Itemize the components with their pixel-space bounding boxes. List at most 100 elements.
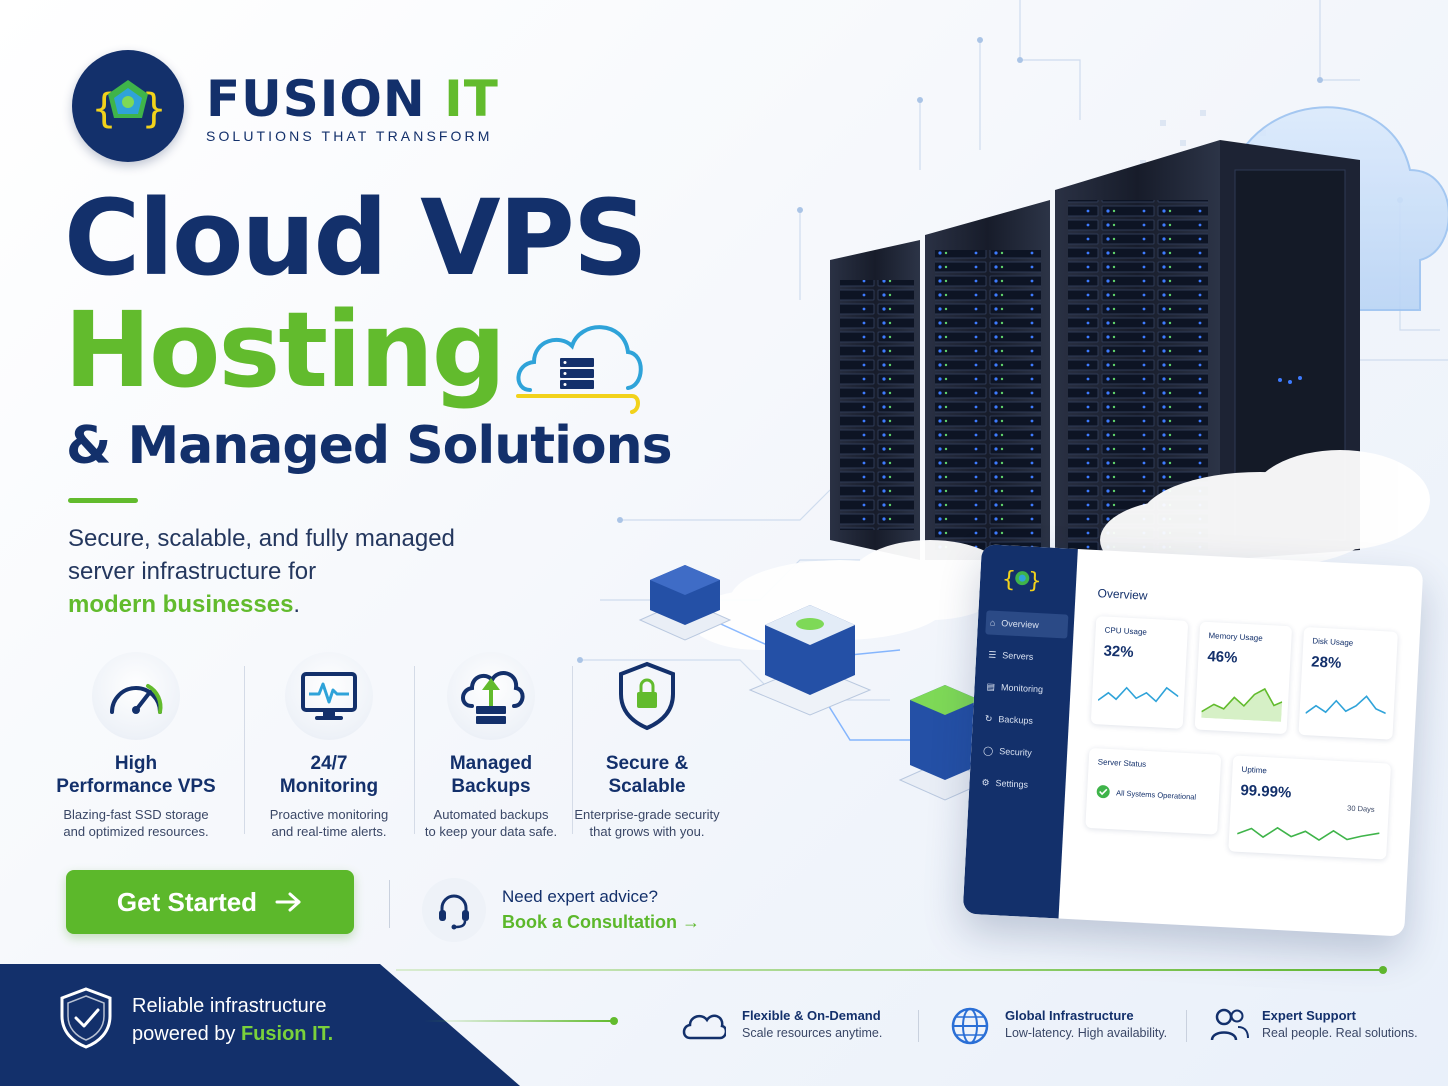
dashboard-nav-settings[interactable]: ⚙Settings [977,770,1060,798]
dashboard-title: Overview [1097,586,1148,603]
decorative-dot [1379,966,1387,974]
feature-description: Automated backups [433,807,549,822]
cta-divider [389,880,390,928]
speedometer-icon [92,652,180,740]
footer-item-description: Real people. Real solutions. [1262,1026,1418,1040]
feature-divider [414,666,415,834]
reliable-infrastructure-text: Reliable infrastructure powered by Fusio… [132,992,392,1048]
feature-description: Blazing-fast SSD storage [63,807,209,822]
dashboard-nav-label: Backups [998,714,1034,726]
cpu-sparkline [1097,686,1179,703]
feature-description: and optimized resources. [63,824,209,839]
book-consultation-label: Book a Consultation [502,912,677,932]
disk-usage-card: Disk Usage 28% [1298,626,1398,740]
headline-line-2: Hosting [64,289,506,411]
bottom-navy-panel [0,964,520,1086]
dashboard-nav-label: Security [998,746,1032,758]
brand-logo[interactable]: { } FUSION IT SOLUTIONS THAT TRANSFORM [72,50,592,162]
decorative-line [424,1020,614,1022]
brand-name: FUSION IT [206,70,499,128]
get-started-button[interactable]: Get Started [66,870,354,934]
cpu-usage-card: CPU Usage 32% [1090,616,1189,729]
brand-name-it: IT [444,70,499,128]
cloud-icon [682,1014,726,1040]
server-status-label: Server Status [1097,757,1147,769]
server-icon: ☰ [987,648,997,660]
backup-icon: ↻ [984,712,993,724]
cloud-server-icon [516,325,643,414]
feature-title: Monitoring [279,776,379,797]
isometric-server-cubes-illustration [638,565,992,801]
dashboard-nav-backups[interactable]: ↻ Backups [980,706,1063,734]
expert-advice-text: Need expert advice? [502,887,658,906]
dashboard-sidebar: { } ⌂Overview ☰ Servers ▤ Monitoring ↻ Back… [962,544,1078,919]
disk-usage-value: 28% [1310,653,1342,672]
shield-icon: ◯ [982,744,994,756]
footer-item-title: Global Infrastructure [1005,1008,1134,1023]
brand-name-fusion: FUSION [206,70,426,128]
memory-usage-label: Memory Usage [1208,630,1263,643]
uptime-value: 99.99% [1240,781,1292,802]
feature-secure-scalable: Secure &Scalable Enterprise-grade securi… [567,652,727,840]
feature-description: Proactive monitoring [269,807,389,822]
cpu-usage-value: 32% [1103,642,1135,662]
monitor-icon [285,652,373,740]
dashboard-nav-security[interactable]: ◯ Security [979,738,1062,766]
feature-title: Performance VPS [56,776,216,797]
footer-item-title: Expert Support [1262,1008,1356,1023]
brand-tagline: SOLUTIONS THAT TRANSFORM [206,128,493,144]
book-consultation-link[interactable]: Book a Consultation → [502,912,700,933]
svg-text:{: { [1002,567,1017,593]
decorative-dot [610,1017,618,1025]
dashboard-nav-label: Overview [1001,618,1040,631]
get-started-label: Get Started [116,886,258,917]
footer-item-support: Expert Support Real people. Real solutio… [1262,1008,1418,1040]
accent-divider [68,498,138,503]
cpu-usage-label: CPU Usage [1104,625,1148,637]
svg-text:}: } [1027,568,1042,594]
subtitle-line-2: server infrastructure for [68,558,317,585]
uptime-card: Uptime 99.99% 30 Days [1228,755,1392,860]
dashboard-nav-overview[interactable]: ⌂Overview [985,610,1069,639]
feature-title: High [114,753,158,774]
disk-sparkline [1305,695,1387,715]
decorative-line [396,969,1384,971]
feature-title: Managed [449,753,533,774]
headline-line-3: & Managed Solutions [66,416,673,476]
chart-icon: ▤ [986,680,996,692]
logo-badge: { } [72,50,184,162]
footer-item-global: Global Infrastructure Low-latency. High … [1005,1008,1167,1040]
memory-usage-value: 46% [1206,647,1238,667]
footer-item-description: Low-latency. High availability. [1005,1026,1168,1040]
shield-check-icon [60,987,112,1049]
arrow-right-icon: → [682,912,701,932]
server-status-text: All Systems Operational [1115,787,1197,802]
footer-item-flexible: Flexible & On-Demand Scale resources any… [742,1008,882,1040]
arrow-right-icon [275,892,301,912]
feature-divider [572,666,573,834]
footer-divider [918,1010,919,1042]
check-circle-icon [1096,785,1110,799]
dashboard-mockup: { } ⌂Overview ☰ Servers ▤ Monitoring ↻ Back… [962,544,1424,937]
subtitle-highlight: modern businesses [68,591,294,618]
disk-usage-label: Disk Usage [1312,636,1354,648]
dashboard-nav-label: Settings [995,778,1029,790]
dashboard-nav-label: Monitoring [1000,682,1044,695]
uptime-sparkline [1236,826,1380,841]
footer-item-description: Scale resources anytime. [742,1026,883,1040]
dashboard-nav-monitoring[interactable]: ▤ Monitoring [982,674,1065,702]
headline-line-1: Cloud VPS [64,177,648,299]
globe-icon [951,1007,989,1045]
shield-lock-icon [603,652,691,740]
uptime-period: 30 Days [1346,803,1375,814]
dashboard-nav-label: Servers [1002,650,1034,662]
reliable-line-1: Reliable infrastructure [132,995,327,1017]
cloud-backup-icon [447,652,535,740]
dashboard-nav-servers[interactable]: ☰ Servers [984,642,1067,670]
feature-description: and real-time alerts. [271,824,387,839]
footer-item-title: Flexible & On-Demand [742,1008,881,1023]
fusion-logo-icon: { } [1002,567,1043,594]
feature-description: to keep your data safe. [424,824,558,839]
